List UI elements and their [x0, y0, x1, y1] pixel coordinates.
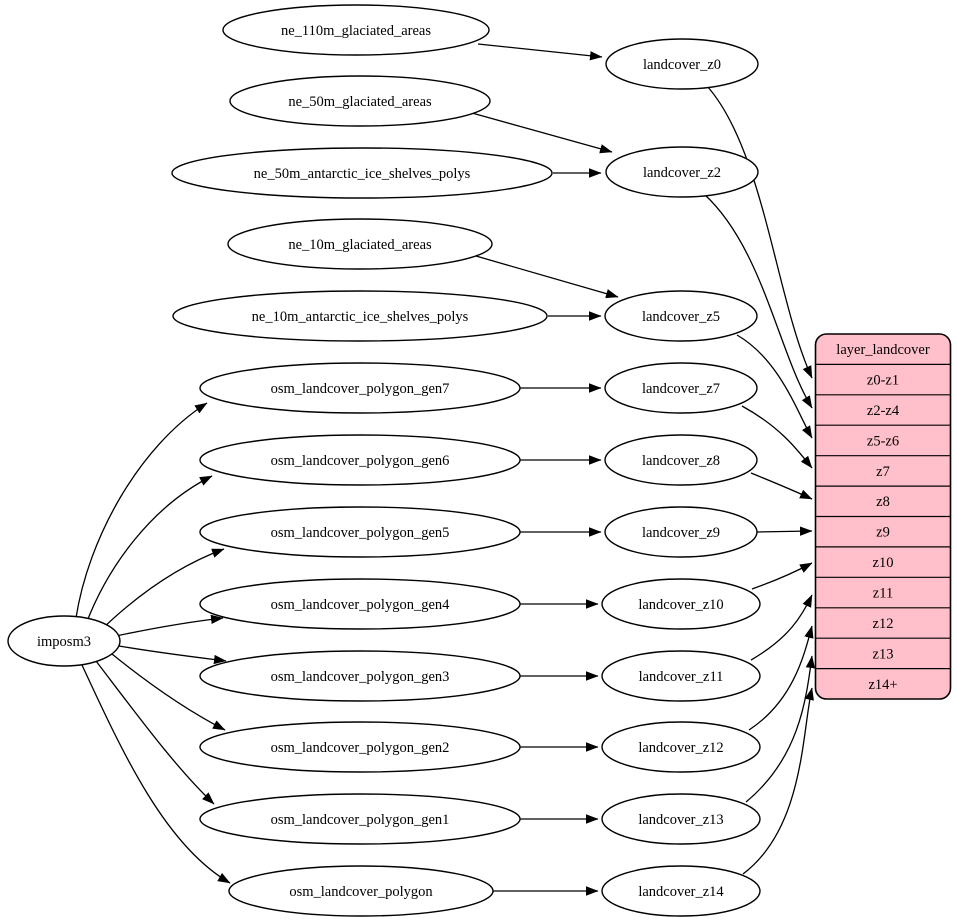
node-imposm3: imposm3 — [7, 615, 121, 667]
node-label: osm_landcover_polygon_gen6 — [271, 453, 450, 469]
node-landcover-z5: landcover_z5 — [604, 290, 758, 342]
edge-ne-110m-glaciated-areas-to-landcover-z0 — [477, 43, 603, 61]
node-ne-50m-glaciated-areas: ne_50m_glaciated_areas — [229, 75, 491, 127]
edges — [75, 43, 816, 896]
edge-imposm3-to-gen1 — [95, 660, 215, 805]
node-label: landcover_z5 — [642, 309, 720, 325]
edge-landcover-z8-to-row-z8 — [750, 472, 813, 500]
layer-row-z5-z6: z5-z6 — [867, 434, 899, 450]
node-label: osm_landcover_polygon_gen7 — [271, 381, 450, 397]
node-osm-landcover-polygon-gen4: osm_landcover_polygon_gen4 — [199, 578, 521, 630]
node-label: ne_50m_antarctic_ice_shelves_polys — [254, 166, 471, 182]
node-label: osm_landcover_polygon_gen3 — [271, 669, 450, 685]
node-label: landcover_z11 — [639, 669, 724, 685]
node-osm-landcover-polygon-gen7: osm_landcover_polygon_gen7 — [199, 362, 521, 414]
node-label: landcover_z13 — [638, 812, 723, 828]
layer-row-z8: z8 — [876, 494, 890, 510]
node-label: landcover_z14 — [638, 884, 724, 900]
node-label: ne_50m_glaciated_areas — [288, 94, 432, 110]
node-label: osm_landcover_polygon — [289, 884, 433, 900]
edge-landcover-z9-to-row-z9 — [756, 526, 813, 536]
node-landcover-z11: landcover_z11 — [601, 650, 761, 702]
node-landcover-z9: landcover_z9 — [604, 506, 758, 558]
node-landcover-z0: landcover_z0 — [605, 38, 759, 90]
node-landcover-z10: landcover_z10 — [601, 578, 761, 630]
edge-landcover-z0-to-row-z0-z1 — [706, 85, 813, 379]
edge-imposm3-to-gen6 — [85, 475, 213, 625]
node-label: ne_10m_glaciated_areas — [288, 237, 432, 253]
edge-landcover-z12-to-row-z12 — [748, 625, 814, 731]
node-label: landcover_z9 — [642, 525, 720, 541]
edge-imposm3-to-gen3 — [118, 645, 227, 665]
node-label: landcover_z0 — [643, 57, 721, 73]
layer-row-z10: z10 — [873, 555, 894, 571]
layer-row-z7: z7 — [876, 464, 890, 480]
node-osm-landcover-polygon: osm_landcover_polygon — [228, 865, 494, 917]
edge-imposm3-to-gen2 — [111, 653, 226, 731]
layer-row-z14plus: z14+ — [868, 677, 897, 693]
edge-landcover-z11-to-row-z11 — [750, 594, 813, 661]
edge-imposm3-to-gen5 — [99, 548, 225, 632]
node-landcover-z14: landcover_z14 — [601, 865, 761, 917]
layer-row-z13: z13 — [873, 647, 894, 663]
node-osm-landcover-polygon-gen2: osm_landcover_polygon_gen2 — [199, 721, 521, 773]
node-label: imposm3 — [37, 634, 91, 650]
node-label: osm_landcover_polygon_gen2 — [271, 740, 450, 756]
edge-imposm3-to-osm-landcover-polygon — [81, 664, 231, 884]
node-ne-50m-antarctic-ice-shelves-polys: ne_50m_antarctic_ice_shelves_polys — [171, 147, 553, 199]
node-osm-landcover-polygon-gen1: osm_landcover_polygon_gen1 — [199, 793, 521, 845]
node-label: osm_landcover_polygon_gen5 — [271, 525, 450, 541]
layer-row-z2-z4: z2-z4 — [867, 403, 900, 419]
edge-landcover-z7-to-row-z7 — [741, 405, 813, 469]
node-label: landcover_z10 — [638, 597, 723, 613]
node-label: osm_landcover_polygon_gen4 — [271, 597, 451, 613]
node-ne-10m-glaciated-areas: ne_10m_glaciated_areas — [227, 218, 493, 270]
node-landcover-z8: landcover_z8 — [604, 434, 758, 486]
layer-record-title: layer_landcover — [836, 342, 930, 358]
node-label: landcover_z2 — [643, 165, 721, 181]
node-label: landcover_z12 — [638, 740, 723, 756]
edge-imposm3-to-gen7 — [75, 402, 208, 619]
edge-landcover-z10-to-row-z10 — [751, 562, 813, 590]
source-nodes: ne_110m_glaciated_areas ne_50m_glaciated… — [171, 4, 553, 917]
edge-landcover-z14-to-row-z14plus — [742, 687, 814, 875]
node-landcover-z7: landcover_z7 — [604, 362, 758, 414]
node-label: landcover_z8 — [642, 453, 720, 469]
node-osm-landcover-polygon-gen6: osm_landcover_polygon_gen6 — [199, 434, 521, 486]
node-ne-10m-antarctic-ice-shelves-polys: ne_10m_antarctic_ice_shelves_polys — [172, 290, 548, 342]
node-landcover-z12: landcover_z12 — [601, 721, 761, 773]
edge-imposm3-to-gen4 — [115, 614, 224, 637]
node-landcover-z2: landcover_z2 — [605, 146, 759, 198]
node-label: landcover_z7 — [642, 381, 720, 397]
layer-row-z0-z1: z0-z1 — [867, 373, 899, 389]
node-ne-110m-glaciated-areas: ne_110m_glaciated_areas — [222, 4, 490, 56]
node-label: ne_10m_antarctic_ice_shelves_polys — [252, 309, 469, 325]
layer-row-z11: z11 — [873, 586, 893, 602]
node-layer-landcover: layer_landcover z0-z1 z2-z4 z5-z6 z7 z8 … — [814, 333, 952, 700]
node-label: osm_landcover_polygon_gen1 — [271, 812, 450, 828]
table-nodes: landcover_z0 landcover_z2 landcover_z5 l… — [601, 38, 761, 917]
node-osm-landcover-polygon-gen3: osm_landcover_polygon_gen3 — [199, 650, 521, 702]
node-label: ne_110m_glaciated_areas — [281, 23, 431, 39]
edge-ne-10m-glaciated-areas-to-landcover-z5 — [475, 255, 619, 299]
edge-landcover-z5-to-row-z5-z6 — [736, 334, 813, 439]
edge-landcover-z13-to-row-z13 — [745, 655, 816, 803]
edge-landcover-z2-to-row-z2-z4 — [703, 193, 813, 409]
node-landcover-z13: landcover_z13 — [601, 793, 761, 845]
edge-ne-50m-glaciated-areas-to-landcover-z2 — [471, 112, 613, 154]
node-osm-landcover-polygon-gen5: osm_landcover_polygon_gen5 — [199, 506, 521, 558]
layer-row-z9: z9 — [876, 525, 890, 541]
layer-row-z12: z12 — [873, 616, 894, 632]
